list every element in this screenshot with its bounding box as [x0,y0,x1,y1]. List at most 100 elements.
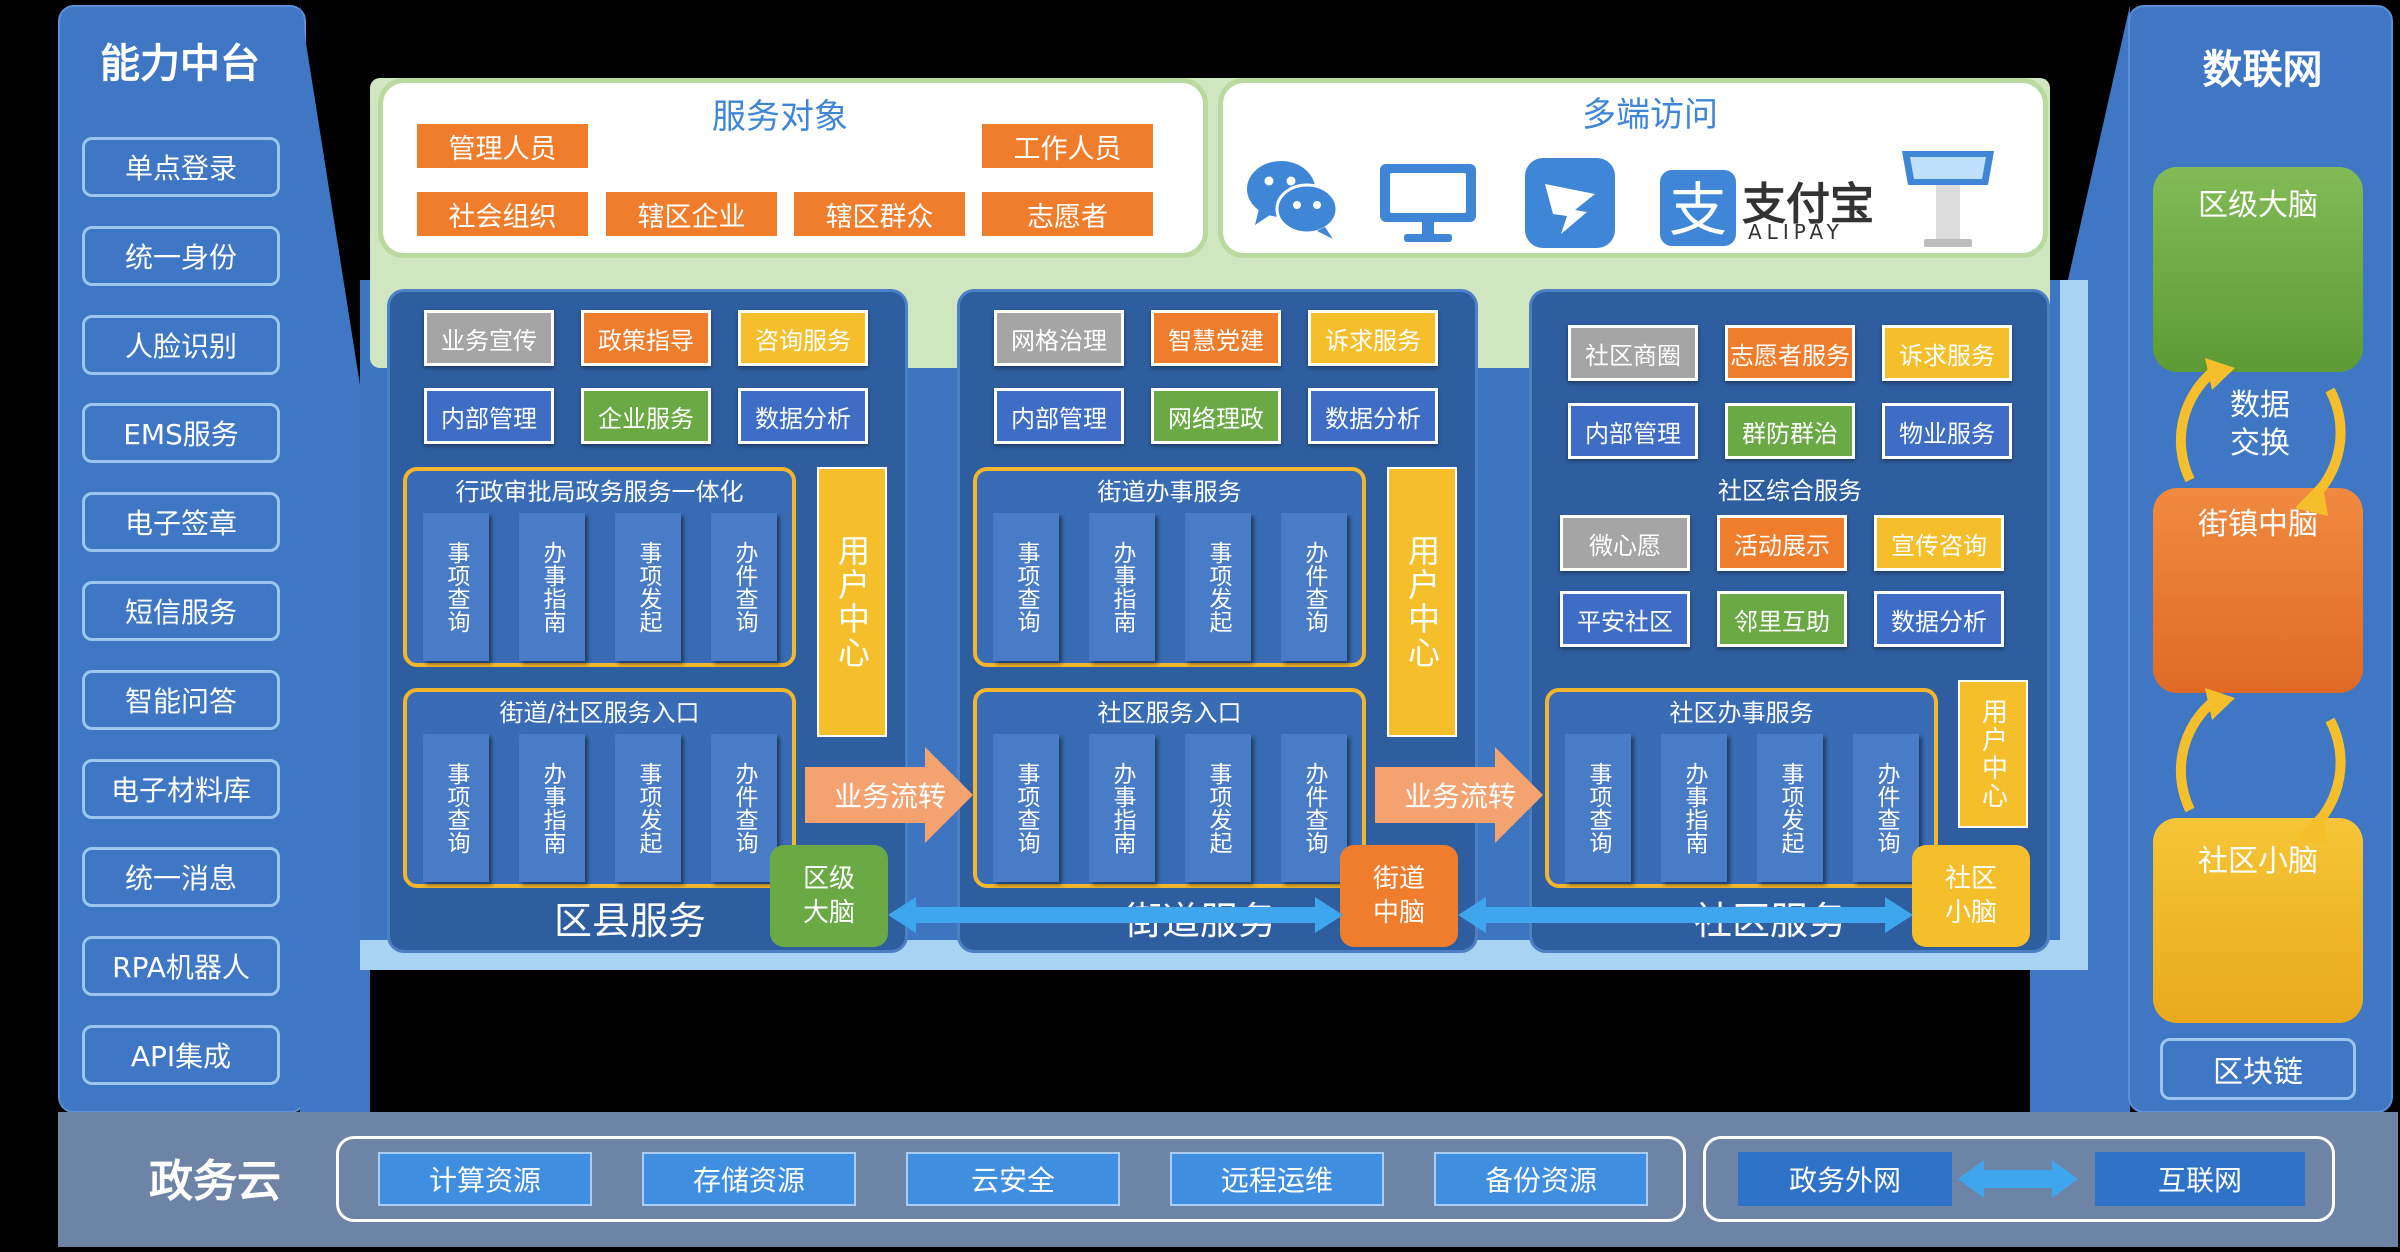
community-tag[interactable]: 志愿者服务 [1725,325,1855,381]
service-cell-query[interactable]: 事项查询 [423,734,489,882]
cloud-resource-box[interactable]: 备份资源 [1434,1152,1648,1206]
capability-item[interactable]: 单点登录 [82,137,280,197]
service-cell-initiate[interactable]: 事项发起 [1185,734,1251,882]
network-link-arrow [1958,1160,2078,1198]
ability-platform-title: 能力中台 [100,41,260,87]
cloud-resource-group [336,1136,1686,1222]
county-title: 区县服务 [553,898,706,943]
capability-item[interactable]: 电子材料库 [82,758,280,819]
county-tag[interactable]: 内部管理 [424,388,554,444]
alipay-icon[interactable]: 支 [1660,170,1736,246]
community-tag[interactable]: 诉求服务 [1882,325,2012,381]
cloud-resource-box[interactable]: 云安全 [906,1152,1120,1206]
cloud-resource-box[interactable]: 存储资源 [642,1152,856,1206]
dingtalk-icon[interactable] [1525,158,1615,248]
flow-arrow-street-community [1375,747,1543,843]
community-integrated-tag[interactable]: 宣传咨询 [1874,515,2004,571]
community-tag[interactable]: 社区商圈 [1568,325,1698,381]
community-integrated-tag[interactable]: 平安社区 [1560,591,1690,647]
service-cell-query[interactable]: 事项查询 [1565,734,1631,882]
service-cell-guide[interactable]: 办事指南 [1089,513,1155,661]
service-cell-guide[interactable]: 办事指南 [519,734,585,882]
community-tag[interactable]: 内部管理 [1568,403,1698,459]
service-cell-initiate[interactable]: 事项发起 [615,513,681,661]
alipay-text-en: ALIPAY [1748,220,1844,244]
service-cell-track[interactable]: 办件查询 [1281,734,1347,882]
capability-item[interactable]: 统一身份 [82,225,280,286]
service-cell-track[interactable]: 办件查询 [1853,734,1919,882]
capability-item[interactable]: 智能问答 [82,669,280,730]
object-tag: 管理人员 [415,122,590,170]
capability-item[interactable]: 电子签章 [82,492,280,553]
street-sub2-title: 社区服务入口 [1097,698,1242,727]
capability-item[interactable]: 短信服务 [82,581,280,641]
street-sub1-title: 街道办事服务 [1097,477,1242,506]
street-tag[interactable]: 网格治理 [994,310,1124,366]
town-brain-block: 街镇中脑 [2153,488,2363,693]
street-tag[interactable]: 诉求服务 [1308,310,1438,366]
community-brain-block: 社区小脑 [2153,818,2363,1023]
capability-item[interactable]: API集成 [82,1025,280,1085]
community-integrated-title: 社区综合服务 [1718,476,1862,505]
service-cell-guide[interactable]: 办事指南 [519,513,585,661]
community-integrated-tag[interactable]: 数据分析 [1874,591,2004,647]
street-brain-badge[interactable]: 街道 中脑 [1340,845,1458,947]
community-brain-badge[interactable]: 社区 小脑 [1912,845,2030,947]
desktop-monitor-icon[interactable] [1378,160,1478,246]
community-integrated-tag[interactable]: 活动展示 [1717,515,1847,571]
district-brain-block: 区级大脑 [2153,167,2363,372]
service-cell-initiate[interactable]: 事项发起 [615,734,681,882]
service-cell-guide[interactable]: 办事指南 [1089,734,1155,882]
flow-arrow-county-street [805,747,973,843]
cloud-resource-box[interactable]: 远程运维 [1170,1152,1384,1206]
capability-item[interactable]: RPA机器人 [82,936,280,997]
alipay-text-cn: 支付宝 [1742,179,1874,230]
gov-cloud-title: 政务云 [149,1156,281,1207]
county-sub1-title: 行政审批局政务服务一体化 [455,477,744,506]
county-user-center[interactable]: 用户中心 [817,467,887,737]
blockchain-box[interactable]: 区块链 [2160,1038,2356,1100]
capability-item[interactable]: EMS服务 [82,403,280,464]
gov-extranet-box[interactable]: 政务外网 [1738,1152,1952,1206]
service-cell-guide[interactable]: 办事指南 [1661,734,1727,882]
object-tag: 辖区群众 [792,190,967,238]
service-cell-query[interactable]: 事项查询 [993,513,1059,661]
street-tag[interactable]: 网络理政 [1151,388,1281,444]
county-tag[interactable]: 业务宣传 [424,310,554,366]
object-tag: 工作人员 [980,122,1155,170]
capability-item[interactable]: 统一消息 [82,847,280,908]
community-integrated-tag[interactable]: 微心愿 [1560,515,1690,571]
county-tag[interactable]: 咨询服务 [738,310,868,366]
district-brain-label: 区级大脑 [2198,188,2318,223]
cloud-resource-box[interactable]: 计算资源 [378,1152,592,1206]
service-cell-query[interactable]: 事项查询 [993,734,1059,882]
community-tag[interactable]: 物业服务 [1882,403,2012,459]
service-cell-query[interactable]: 事项查询 [423,513,489,661]
data-network-title: 数联网 [2202,47,2323,93]
service-cell-track[interactable]: 办件查询 [711,513,777,661]
service-cell-initiate[interactable]: 事项发起 [1185,513,1251,661]
community-integrated-tag[interactable]: 邻里互助 [1717,591,1847,647]
multi-access-title: 多端访问 [1582,94,1718,135]
county-brain-badge[interactable]: 区级 大脑 [770,845,888,947]
county-tag[interactable]: 政策指导 [581,310,711,366]
community-user-center[interactable]: 用户中心 [1958,680,2028,828]
brain-link-arrow-1 [888,897,1343,933]
street-tag[interactable]: 内部管理 [994,388,1124,444]
county-tag[interactable]: 企业服务 [581,388,711,444]
street-tag[interactable]: 智慧党建 [1151,310,1281,366]
service-objects-title: 服务对象 [712,96,848,137]
service-cell-track[interactable]: 办件查询 [711,734,777,882]
internet-box[interactable]: 互联网 [2095,1152,2305,1206]
service-cell-track[interactable]: 办件查询 [1281,513,1347,661]
street-user-center[interactable]: 用户中心 [1387,467,1457,737]
capability-item[interactable]: 人脸识别 [82,314,280,375]
wechat-icon[interactable] [1245,155,1340,240]
object-tag: 辖区企业 [604,190,779,238]
community-tag[interactable]: 群防群治 [1725,403,1855,459]
county-tag[interactable]: 数据分析 [738,388,868,444]
service-cell-initiate[interactable]: 事项发起 [1757,734,1823,882]
community-sub-title: 社区办事服务 [1669,698,1814,727]
kiosk-terminal-icon[interactable] [1898,145,1998,250]
street-tag[interactable]: 数据分析 [1308,388,1438,444]
